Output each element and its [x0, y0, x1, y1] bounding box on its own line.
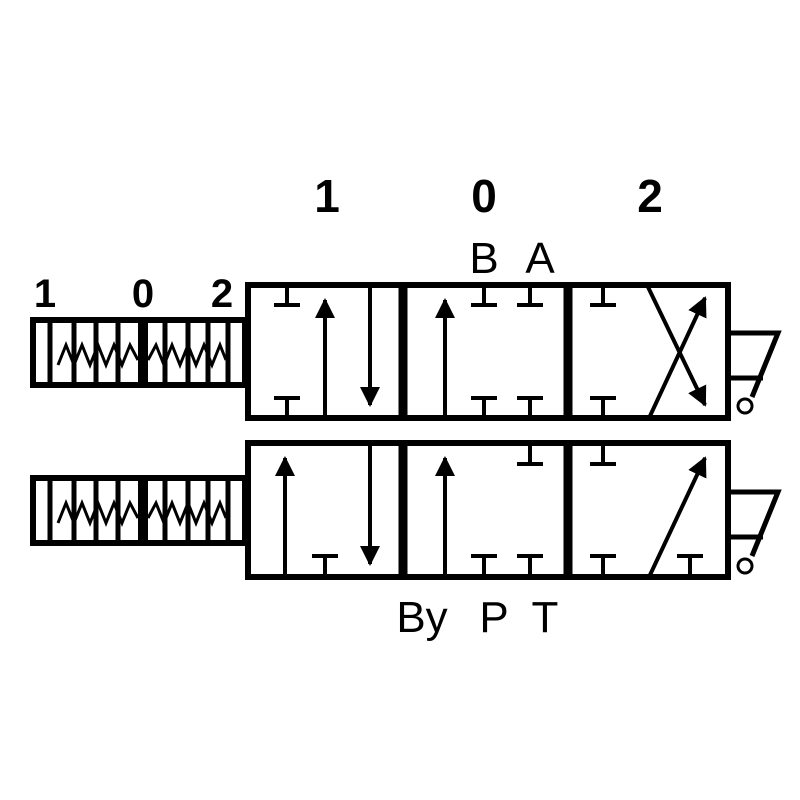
detent-housing — [30, 475, 248, 546]
spring-icon — [56, 498, 140, 528]
top-valve — [30, 282, 782, 421]
bottom-valve — [30, 440, 782, 580]
detent-housing — [30, 317, 248, 388]
lever-knob-icon — [736, 557, 754, 575]
detent-label-2: 2 — [211, 272, 233, 316]
port-label-b: B — [469, 234, 498, 283]
diagonal-arrow-icon — [648, 456, 707, 576]
spring-icon — [56, 340, 140, 370]
lever-actuator-icon — [730, 489, 782, 557]
cross-arrow-icon — [648, 296, 707, 417]
lever-actuator-icon — [730, 330, 782, 398]
position-label-0: 0 — [471, 170, 497, 222]
blocked-port-icon — [590, 446, 703, 574]
blocked-port-icon — [471, 446, 543, 574]
port-label-by: By — [396, 593, 447, 642]
port-label-t: T — [532, 593, 559, 642]
position-label-1: 1 — [314, 170, 340, 222]
blocked-port-icon — [471, 288, 543, 415]
blocked-port-icon — [312, 554, 338, 574]
detent-label-0: 0 — [132, 272, 154, 316]
blocked-port-icon — [590, 288, 616, 415]
spring-icon — [146, 498, 228, 528]
position-label-2: 2 — [637, 170, 663, 222]
port-label-p: P — [479, 593, 508, 642]
port-label-a: A — [525, 234, 555, 283]
lever-knob-icon — [736, 397, 754, 415]
spring-icon — [146, 340, 228, 370]
cross-arrow-icon — [646, 286, 707, 407]
detent-label-1: 1 — [34, 272, 56, 316]
blocked-port-icon — [274, 288, 300, 415]
